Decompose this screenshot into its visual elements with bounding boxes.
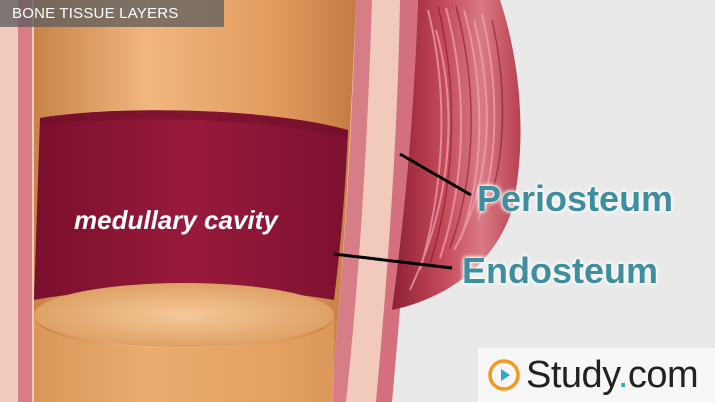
marrow-region [34, 110, 348, 300]
muscle-tissue [392, 0, 521, 310]
brand-dot: . [617, 353, 629, 396]
brand-name: Study [526, 353, 618, 396]
study-com-logo: Study.com [478, 348, 715, 402]
medullary-cavity-label: medullary cavity [74, 205, 278, 235]
title-bar: BONE TISSUE LAYERS [0, 0, 224, 27]
endosteum-layer [330, 0, 372, 402]
periosteum-label: Periosteum [477, 178, 674, 219]
bone-cross-section [34, 283, 334, 347]
periosteum-leader-line [399, 152, 472, 197]
play-circle-icon [488, 359, 520, 391]
brand-wordmark: Study.com [526, 353, 699, 397]
periosteum-layer [376, 0, 418, 402]
brand-suffix: com [627, 353, 699, 396]
endosteum-label: Endosteum [462, 250, 659, 291]
diagram-title: BONE TISSUE LAYERS [12, 5, 179, 22]
muscle-fibers [409, 7, 496, 291]
endosteum-leader-line [333, 252, 453, 270]
left-edge-layer [18, 0, 32, 402]
